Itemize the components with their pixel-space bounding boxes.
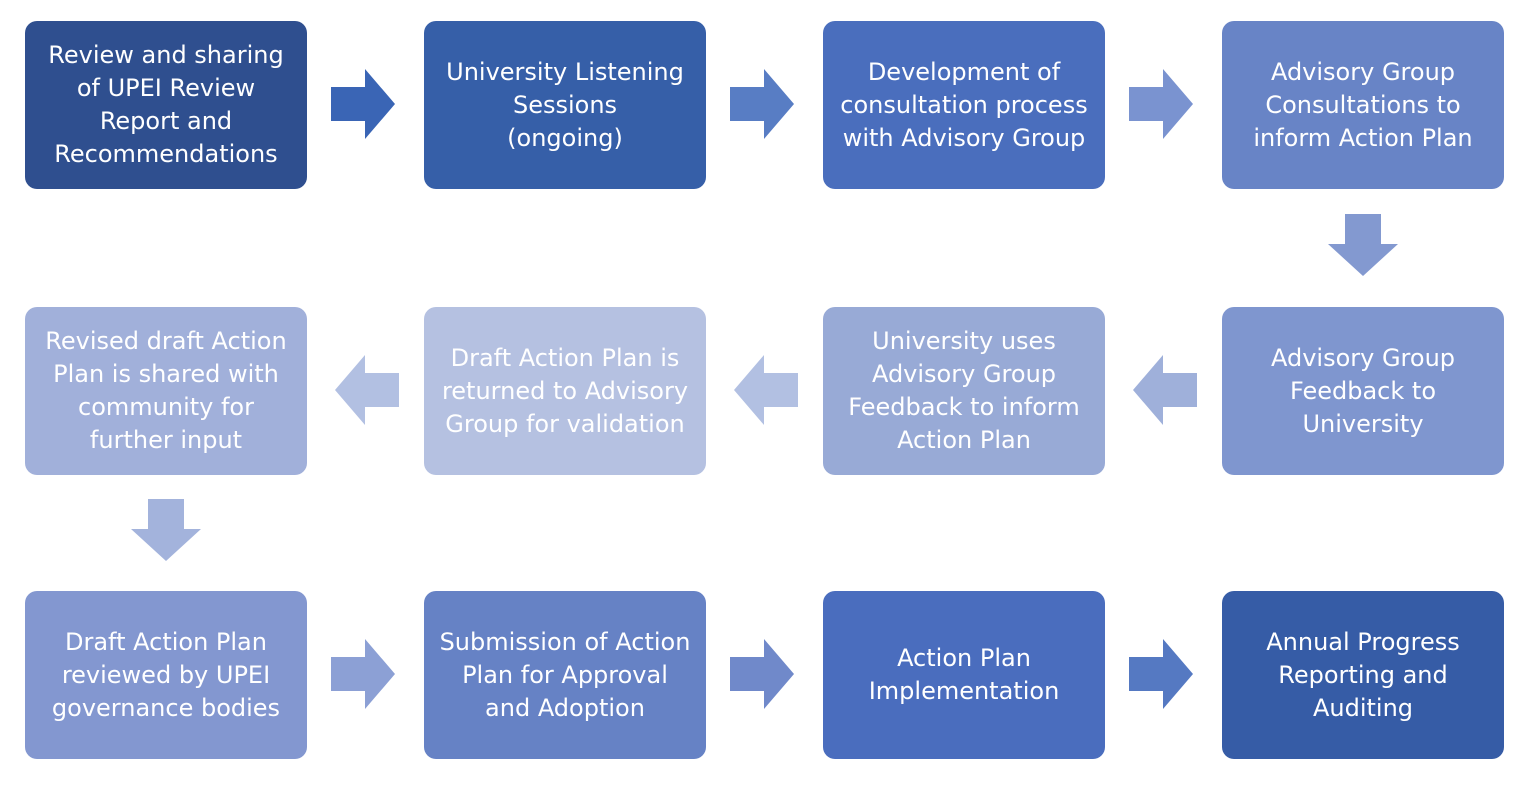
arrow-shape <box>734 355 798 425</box>
arrow-down-icon <box>1328 214 1398 276</box>
arrow-left-icon <box>734 355 798 425</box>
step-advisory-consultations: Advisory Group Consultations to inform A… <box>1222 21 1504 189</box>
arrow-shape <box>1328 214 1398 276</box>
arrow-right-icon <box>730 639 794 709</box>
arrow-down-icon <box>131 499 201 561</box>
arrow-shape <box>1129 69 1193 139</box>
arrow-left-icon <box>1133 355 1197 425</box>
step-consultation-development: Development of consultation process with… <box>823 21 1105 189</box>
arrow-right-icon <box>1129 69 1193 139</box>
step-university-uses-feedback: University uses Advisory Group Feedback … <box>823 307 1105 475</box>
step-advisory-feedback: Advisory Group Feedback to University <box>1222 307 1504 475</box>
arrow-right-icon <box>1129 639 1193 709</box>
arrow-shape <box>730 69 794 139</box>
step-revised-draft-shared: Revised draft Action Plan is shared with… <box>25 307 307 475</box>
arrow-shape <box>730 639 794 709</box>
step-governance-review: Draft Action Plan reviewed by UPEI gover… <box>25 591 307 759</box>
step-review-and-sharing: Review and sharing of UPEI Review Report… <box>25 21 307 189</box>
step-listening-sessions: University Listening Sessions (ongoing) <box>424 21 706 189</box>
step-annual-reporting: Annual Progress Reporting and Auditing <box>1222 591 1504 759</box>
step-draft-returned: Draft Action Plan is returned to Advisor… <box>424 307 706 475</box>
step-submission-approval: Submission of Action Plan for Approval a… <box>424 591 706 759</box>
arrow-shape <box>1133 355 1197 425</box>
arrow-shape <box>331 639 395 709</box>
arrow-shape <box>335 355 399 425</box>
arrow-shape <box>1129 639 1193 709</box>
arrow-right-icon <box>730 69 794 139</box>
arrow-right-icon <box>331 639 395 709</box>
step-implementation: Action Plan Implementation <box>823 591 1105 759</box>
arrow-left-icon <box>335 355 399 425</box>
arrow-shape <box>331 69 395 139</box>
arrow-right-icon <box>331 69 395 139</box>
arrow-shape <box>131 499 201 561</box>
